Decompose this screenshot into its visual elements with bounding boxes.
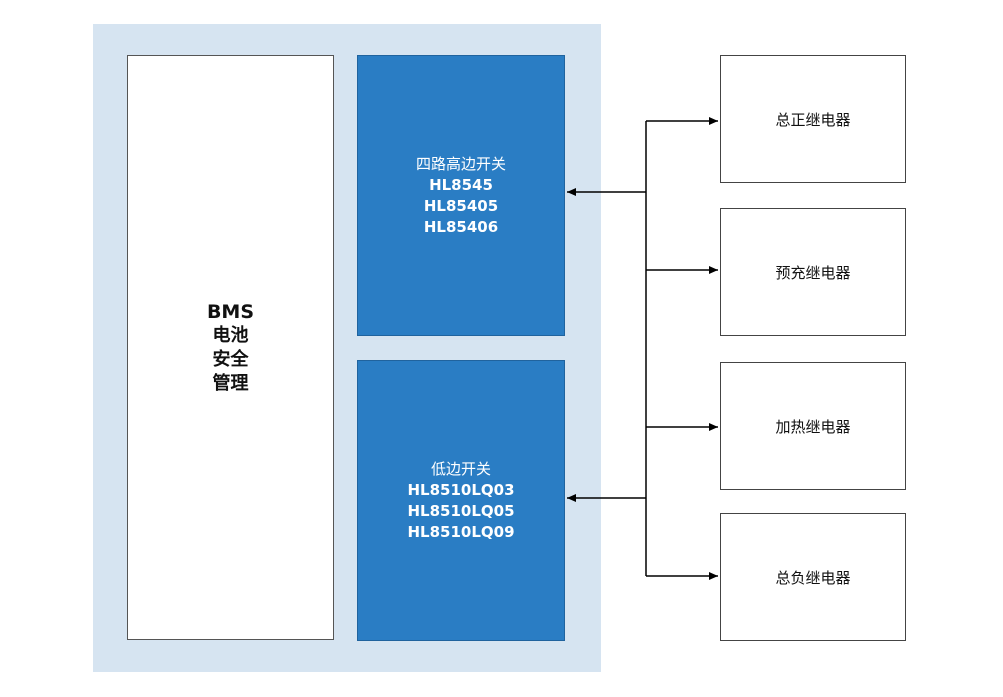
bms-line-3: 管理	[212, 372, 249, 394]
low-side-part-2: HL8510LQ05	[407, 501, 515, 520]
high-side-part-1: HL8545	[429, 175, 493, 194]
relay-precharge: 预充继电器	[720, 208, 906, 336]
relay-main-negative: 总负继电器	[720, 513, 906, 641]
relay-heating: 加热继电器	[720, 362, 906, 490]
bms-title: BMS	[206, 300, 255, 323]
relay-main-positive: 总正继电器	[720, 55, 906, 183]
high-side-switch-name: 四路高边开关	[415, 154, 506, 173]
bms-line-2: 安全	[212, 348, 249, 370]
low-side-switch-block: 低边开关 HL8510LQ03 HL8510LQ05 HL8510LQ09	[357, 360, 565, 641]
high-side-part-2: HL85405	[423, 196, 499, 215]
low-side-switch-name: 低边开关	[430, 459, 491, 478]
low-side-part-3: HL8510LQ09	[407, 522, 515, 541]
high-side-part-3: HL85406	[423, 217, 499, 236]
low-side-part-1: HL8510LQ03	[407, 480, 515, 499]
high-side-switch-block: 四路高边开关 HL8545 HL85405 HL85406	[357, 55, 565, 336]
bms-block: BMS 电池 安全 管理	[127, 55, 334, 640]
bms-line-1: 电池	[212, 324, 249, 346]
